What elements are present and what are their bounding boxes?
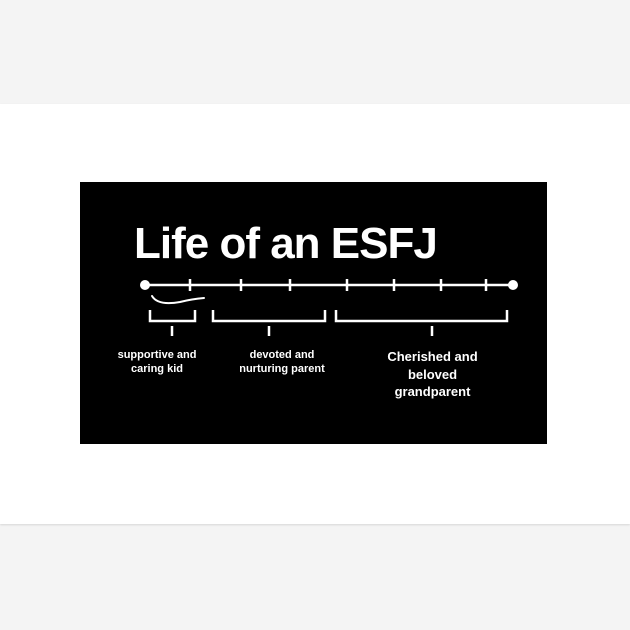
- bracket-kid: [148, 310, 197, 323]
- poster-artwork: Life of an ESFJ: [80, 182, 547, 444]
- wall-art-frame: Life of an ESFJ: [0, 104, 630, 524]
- stage-label-parent: devoted and nurturing parent: [239, 349, 325, 376]
- childhood-arc: [151, 295, 205, 305]
- timeline-diagram: [140, 279, 518, 336]
- stage-label-grandparent: Cherished and beloved grandparent: [387, 349, 478, 400]
- bracket-parent: [211, 310, 327, 323]
- timeline-start-dot: [140, 280, 150, 290]
- poster-title: Life of an ESFJ: [134, 219, 438, 268]
- bracket-grandparent: [334, 310, 509, 323]
- stage-label-kid: supportive and caring kid: [117, 349, 197, 376]
- stage-brackets: [148, 310, 509, 336]
- timeline-ticks: [188, 279, 488, 291]
- timeline-end-dot: [508, 280, 518, 290]
